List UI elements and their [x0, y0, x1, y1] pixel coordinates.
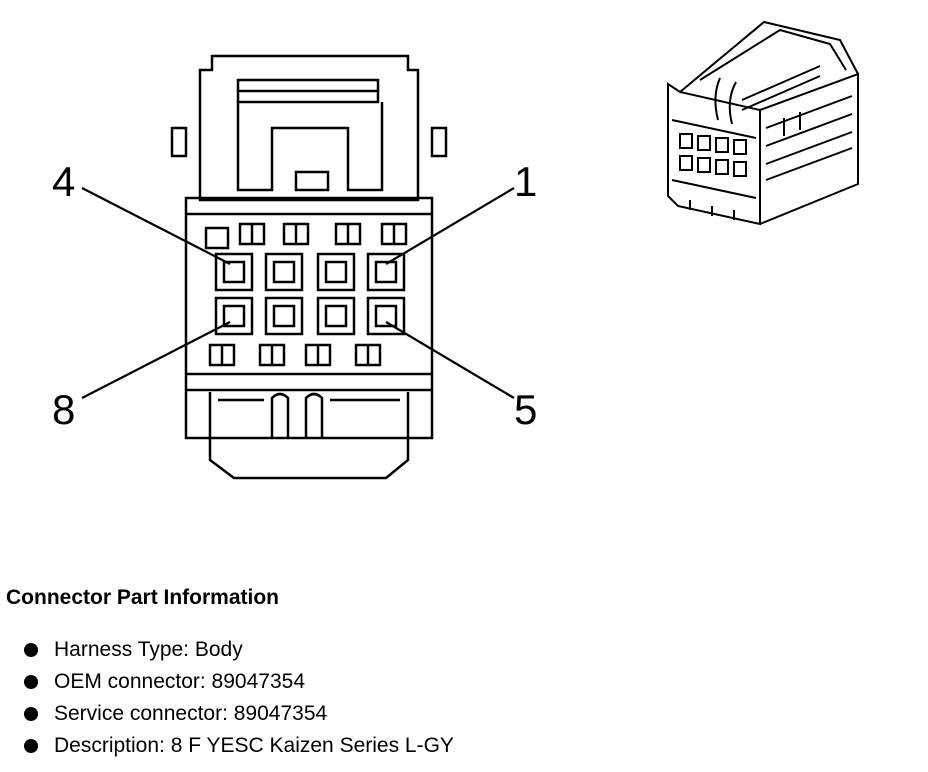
pin-label-5: 5 [514, 386, 537, 433]
leader-line-5 [385, 321, 515, 399]
leader-line-8 [81, 321, 231, 399]
bullet-icon [24, 739, 38, 753]
left-ear [170, 126, 188, 158]
cavity-5 [366, 296, 406, 336]
cavity-2 [316, 252, 356, 292]
latch-window [294, 170, 330, 192]
latch-tab [236, 102, 384, 192]
cavity-4 [214, 252, 254, 292]
description: Description: 8 F YESC Kaizen Series L-GY [54, 734, 454, 757]
leader-lines [81, 187, 515, 399]
leader-line-4 [81, 187, 231, 265]
list-item: Harness Type: Body [6, 634, 454, 666]
cavity-7 [264, 296, 304, 336]
bottom-ribs [270, 392, 324, 438]
list-item: Service connector: 89047354 [6, 698, 454, 730]
info-list: Harness Type: Body OEM connector: 890473… [6, 634, 454, 762]
list-item: Description: 8 F YESC Kaizen Series L-GY [6, 730, 454, 762]
leader-line-1 [385, 187, 515, 265]
service-connector: Service connector: 89047354 [54, 702, 328, 725]
cavity-8 [214, 296, 254, 336]
cavity-6 [316, 296, 356, 336]
pin-label-8: 8 [52, 386, 75, 433]
bullet-icon [24, 675, 38, 689]
connector-body [184, 196, 434, 440]
info-title: Connector Part Information [6, 586, 280, 609]
connector-diagram: 4 1 8 5 [52, 20, 859, 480]
terminal-cavities [214, 252, 406, 336]
bullet-icon [24, 643, 38, 657]
latch-housing [198, 54, 420, 202]
cavity-3 [264, 252, 304, 292]
cavity-1 [366, 252, 406, 292]
list-item: OEM connector: 89047354 [6, 666, 454, 698]
corner-key [204, 226, 230, 250]
oem-connector: OEM connector: 89047354 [54, 670, 305, 693]
right-ear [430, 126, 448, 158]
pin-label-4: 4 [52, 158, 75, 205]
bullet-icon [24, 707, 38, 721]
bottom-skirt [208, 438, 410, 480]
harness-type: Harness Type: Body [54, 638, 243, 661]
connector-isometric-view [667, 20, 859, 226]
pin-label-1: 1 [514, 158, 537, 205]
connector-face-view [170, 54, 448, 480]
connector-part-information: Connector Part Information Harness Type:… [6, 586, 454, 762]
